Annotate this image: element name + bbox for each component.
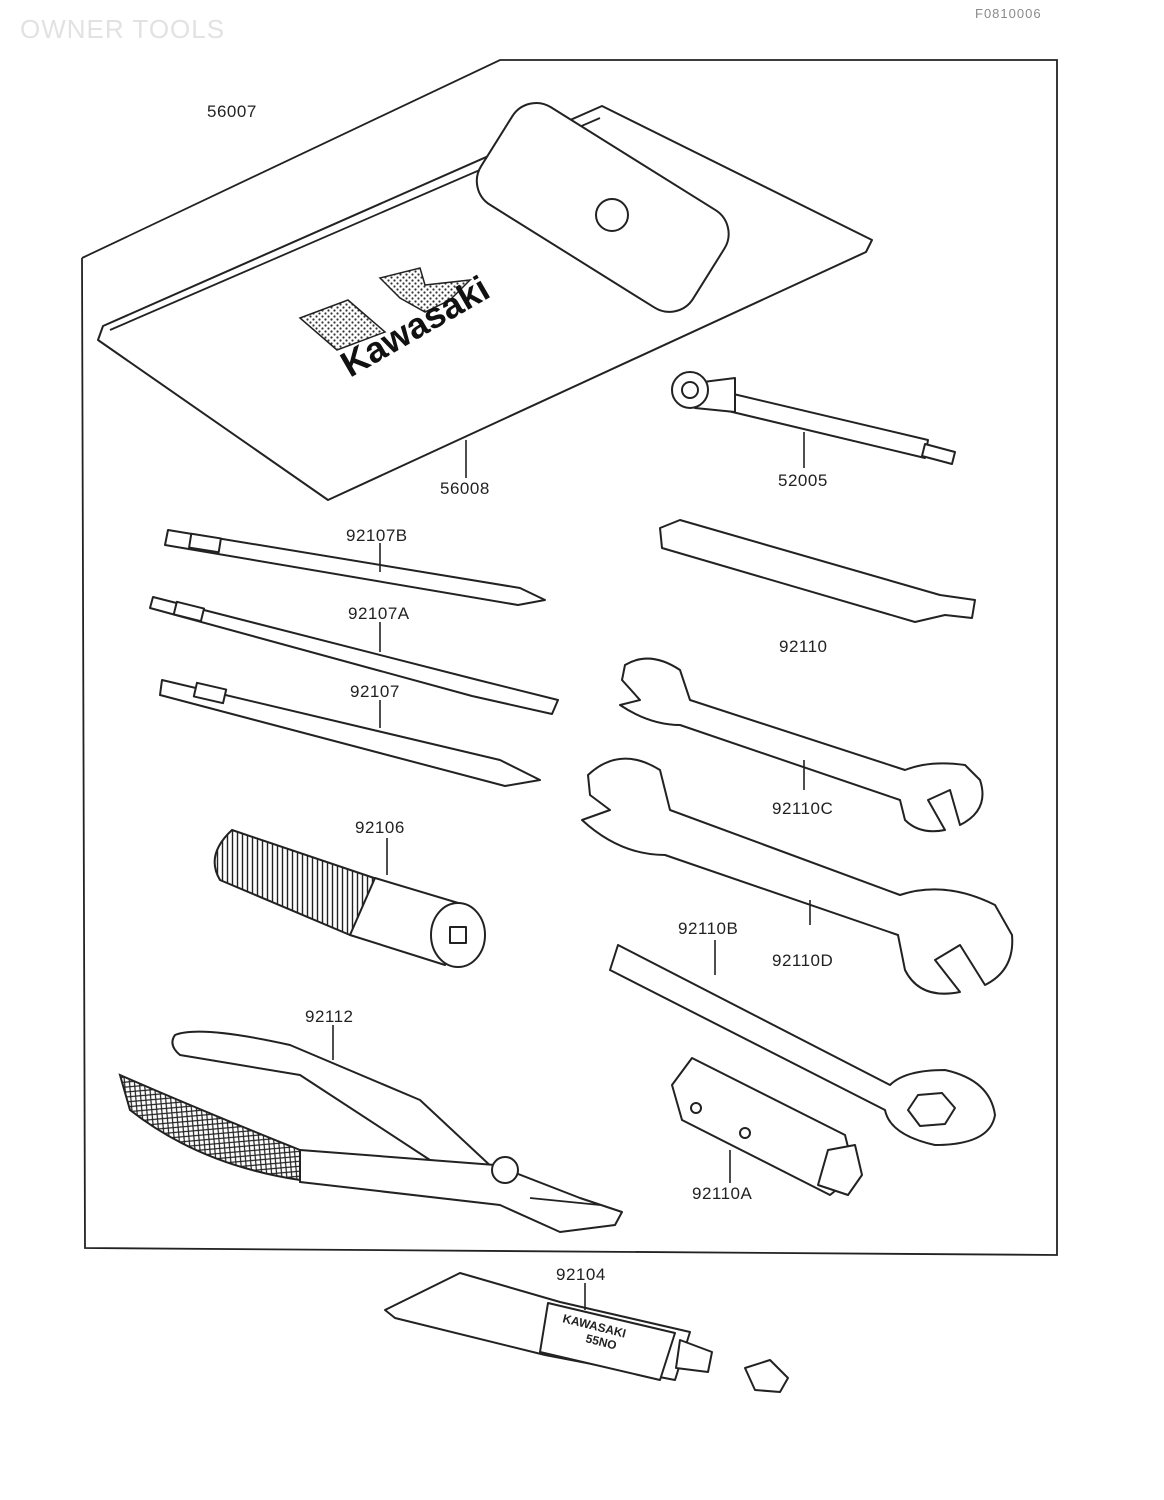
screwdriver-92107a: [149, 596, 559, 715]
part-labels: 56007 56008 52005 92107B 92107A 92107 92…: [207, 102, 833, 1284]
label-92104: 92104: [556, 1265, 606, 1284]
grease-tube-92104: KAWASAKI 55NO: [384, 1272, 789, 1393]
label-92112: 92112: [305, 1007, 354, 1026]
kit-border: [81, 59, 1058, 1256]
kawasaki-logo-mark-right: [378, 267, 473, 313]
handle-92106: [213, 828, 486, 968]
handle-bar: [671, 371, 956, 465]
leader-lines: [332, 432, 811, 1310]
label-92110b: 92110B: [678, 919, 738, 938]
wrench-92110b: [609, 944, 996, 1146]
label-52005: 52005: [778, 471, 828, 490]
kawasaki-logo-mark-left: [298, 299, 387, 351]
plug-wrench-92110a: [671, 1057, 863, 1196]
label-56008: 56008: [440, 479, 490, 498]
screwdriver-92107: [159, 679, 541, 787]
label-92107: 92107: [350, 682, 400, 701]
screwdriver-92107b: [164, 529, 546, 606]
label-92110d: 92110D: [772, 951, 833, 970]
page-title: OWNER TOOLS: [20, 14, 226, 44]
label-92107a: 92107A: [348, 604, 410, 623]
label-92110: 92110: [779, 637, 828, 656]
spanner-92110d: [581, 757, 1014, 995]
spanner-92110c: [619, 657, 984, 833]
label-92106: 92106: [355, 818, 405, 837]
label-92110c: 92110C: [772, 799, 833, 818]
figure-code: F0810006: [975, 6, 1042, 21]
label-92107b: 92107B: [346, 526, 408, 545]
label-56007: 56007: [207, 102, 257, 121]
tool-pouch: Kawasaki: [97, 102, 873, 501]
wrench-92110: [659, 519, 976, 623]
pliers-92112: [118, 1030, 623, 1233]
label-92110a: 92110A: [692, 1184, 753, 1203]
